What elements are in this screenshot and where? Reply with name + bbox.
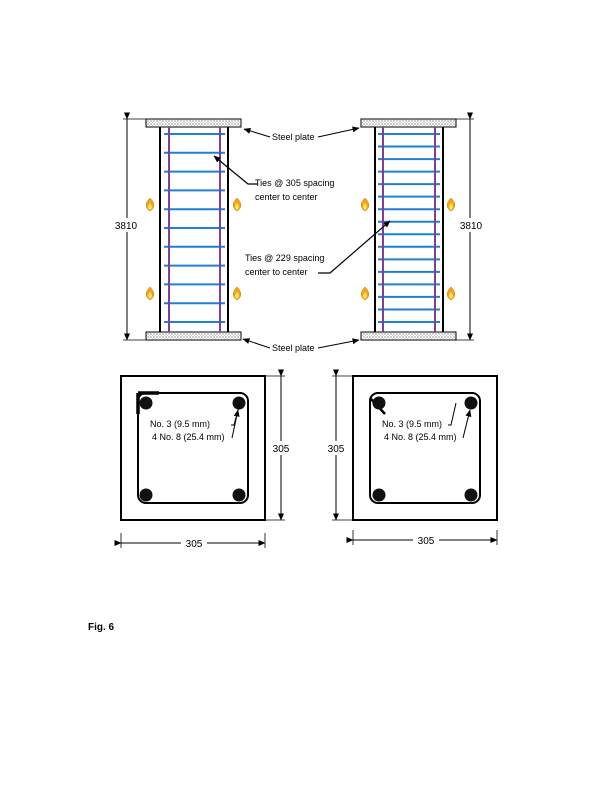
right-section-bars-label: 4 No. 8 (25.4 mm) (384, 432, 457, 442)
elevation-callouts: Steel plate Ties @ 305 spacing center to… (213, 126, 391, 353)
left-section-tie (137, 392, 249, 504)
left-top-steel-plate (145, 118, 242, 128)
ties-229-label-line1: Ties @ 229 spacing (245, 253, 324, 263)
fire-exposure-flames (146, 197, 455, 301)
left-section-bars-label: 4 No. 8 (25.4 mm) (152, 432, 225, 442)
right-bottom-steel-plate (360, 331, 457, 341)
left-column-height-label: 3810 (115, 221, 138, 232)
steel-plate-top-label: Steel plate (272, 132, 315, 142)
right-cross-section: No. 3 (9.5 mm) 4 No. 8 (25.4 mm) 305 305 (324, 369, 498, 547)
right-section-bar (372, 488, 386, 502)
left-section-bar (232, 488, 246, 502)
right-column-elevation: 3810 (360, 112, 485, 341)
flame-icon (447, 286, 455, 301)
flame-icon (447, 197, 455, 212)
left-section-width-label: 305 (186, 539, 203, 550)
left-section-tie-label: No. 3 (9.5 mm) (150, 419, 210, 429)
right-section-bar (464, 396, 478, 410)
ties-305-label-line1: Ties @ 305 spacing (255, 178, 334, 188)
right-section-bar (464, 488, 478, 502)
flame-icon (146, 197, 154, 212)
right-section-bar (372, 396, 386, 410)
left-bottom-steel-plate (145, 331, 242, 341)
flame-icon (233, 197, 241, 212)
flame-icon (361, 286, 369, 301)
right-ties (378, 133, 440, 323)
ties-229-label-line2: center to center (245, 267, 308, 277)
right-top-steel-plate (360, 118, 457, 128)
right-section-tie-label: No. 3 (9.5 mm) (382, 419, 442, 429)
left-cross-section: No. 3 (9.5 mm) 4 No. 8 (25.4 mm) 305 305 (114, 369, 294, 550)
flame-icon (233, 286, 241, 301)
left-column-elevation: 3810 (112, 112, 242, 341)
right-section-tie (369, 392, 481, 504)
figure-caption: Fig. 6 (88, 622, 115, 633)
left-section-bar (139, 396, 153, 410)
left-section-height-label: 305 (273, 444, 290, 455)
left-ties (164, 133, 225, 323)
right-section-height-label: 305 (328, 444, 345, 455)
steel-plate-bottom-label: Steel plate (272, 343, 315, 353)
right-section-width-label: 305 (418, 536, 435, 547)
ties-305-label-line2: center to center (255, 192, 318, 202)
flame-icon (361, 197, 369, 212)
right-column-height-label: 3810 (460, 221, 483, 232)
flame-icon (146, 286, 154, 301)
left-section-bar (232, 396, 246, 410)
left-section-bar (139, 488, 153, 502)
